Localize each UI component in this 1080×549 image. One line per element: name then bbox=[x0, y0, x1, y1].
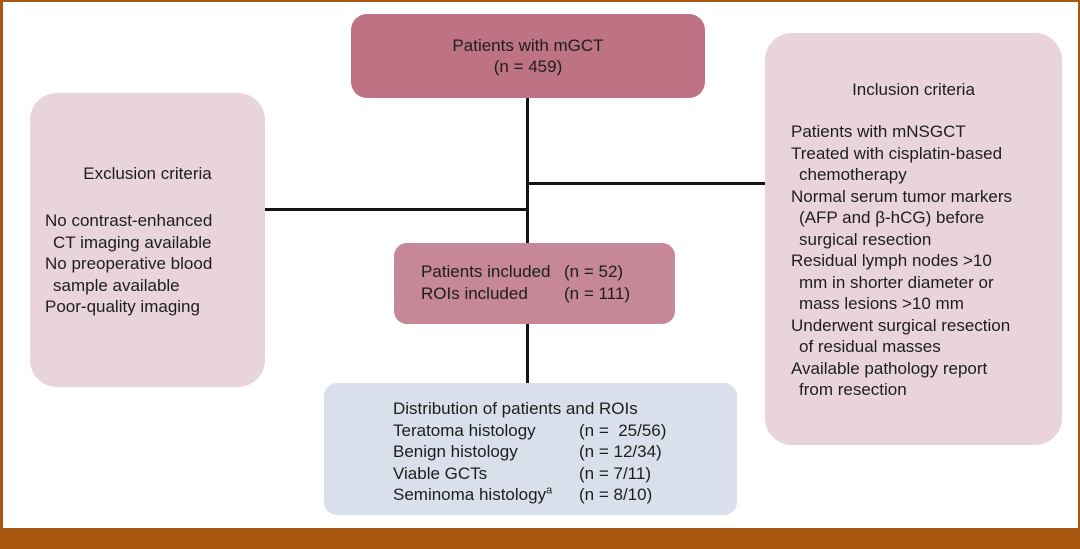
inclusion-criteria-list: Patients with mNSGCT Treated with cisplat… bbox=[791, 121, 1058, 401]
stat-row: Viable GCTs (n = 7/11) bbox=[393, 463, 737, 485]
stat-label: Patients included bbox=[421, 262, 551, 281]
exclusion-criteria-title: Exclusion criteria bbox=[83, 164, 212, 183]
criteria-line: mm in shorter diameter or bbox=[799, 272, 994, 292]
criteria-line: Normal serum tumor markers bbox=[791, 186, 1013, 206]
stat-value: (n = 12/34) bbox=[579, 442, 662, 461]
stat-label: Viable GCTs bbox=[393, 463, 488, 483]
distribution-box: Distribution of patients and ROIs Terato… bbox=[324, 383, 737, 515]
criteria-line: CT imaging available bbox=[53, 232, 212, 252]
stat-label: Teratoma histology bbox=[393, 420, 536, 440]
criteria-line: surgical resection bbox=[799, 229, 932, 249]
patients-mgct-count: (n = 459) bbox=[493, 57, 563, 76]
stat-value: (n = 7/11) bbox=[579, 463, 651, 483]
stat-row: Seminoma histologya (n = 8/10) bbox=[393, 484, 737, 506]
criteria-line: No contrast-enhanced bbox=[45, 211, 213, 230]
distribution-rows: Teratoma histology(n = 25/56)Benign hist… bbox=[393, 420, 737, 506]
exclusion-criteria-list: No contrast-enhanced CT imaging available… bbox=[45, 210, 257, 318]
stat-value: (n = 52) bbox=[564, 262, 624, 281]
connector-vertical-top bbox=[526, 97, 529, 245]
criteria-line: Treated with cisplatin-based bbox=[791, 143, 1003, 163]
patients-included-box: Patients included (n = 52) ROIs included (n… bbox=[394, 243, 675, 324]
stat-row: Teratoma histology (n = 25/56) bbox=[393, 420, 737, 442]
stat-label: Benign histology bbox=[393, 442, 518, 461]
criteria-line: Patients with mNSGCT bbox=[791, 122, 966, 141]
stat-label: Seminoma histologya bbox=[393, 484, 553, 504]
criteria-line: mass lesions >10 mm bbox=[799, 294, 964, 313]
footnote-marker: a bbox=[546, 484, 553, 497]
criteria-line: Residual lymph nodes >10 bbox=[791, 251, 992, 270]
criteria-line: chemotherapy bbox=[799, 165, 907, 184]
patients-mgct-label: Patients with mGCT bbox=[452, 35, 604, 55]
stat-row: Patients included (n = 52) bbox=[421, 261, 675, 283]
stat-row: Benign histology (n = 12/34) bbox=[393, 441, 737, 463]
criteria-line: Underwent surgical resection bbox=[791, 315, 1011, 335]
criteria-line: No preoperative blood bbox=[45, 254, 213, 273]
criteria-line: sample available bbox=[53, 275, 180, 295]
patients-mgct-box: Patients with mGCT (n = 459) bbox=[351, 14, 705, 98]
distribution-title: Distribution of patients and ROIs bbox=[393, 399, 638, 418]
criteria-line: Poor-quality imaging bbox=[45, 297, 200, 316]
criteria-line: of residual masses bbox=[799, 337, 941, 356]
criteria-line: (AFP and β-hCG) before bbox=[799, 208, 985, 227]
inclusion-criteria-title: Inclusion criteria bbox=[852, 80, 975, 99]
connector-horizontal-inclusion bbox=[526, 182, 768, 185]
criteria-line: Available pathology report bbox=[791, 358, 988, 378]
stat-value: (n = 8/10) bbox=[579, 485, 653, 504]
stat-label: ROIs included bbox=[421, 283, 528, 303]
stat-row: ROIs included (n = 111) bbox=[421, 283, 675, 305]
connector-horizontal-exclusion bbox=[263, 208, 529, 211]
connector-vertical-bottom bbox=[526, 322, 529, 385]
criteria-line: from resection bbox=[799, 380, 907, 399]
stat-value: (n = 111) bbox=[564, 283, 630, 303]
stat-value: (n = 25/56) bbox=[579, 420, 667, 440]
inclusion-criteria-box: Inclusion criteria Patients with mNSGCT T… bbox=[765, 33, 1062, 445]
